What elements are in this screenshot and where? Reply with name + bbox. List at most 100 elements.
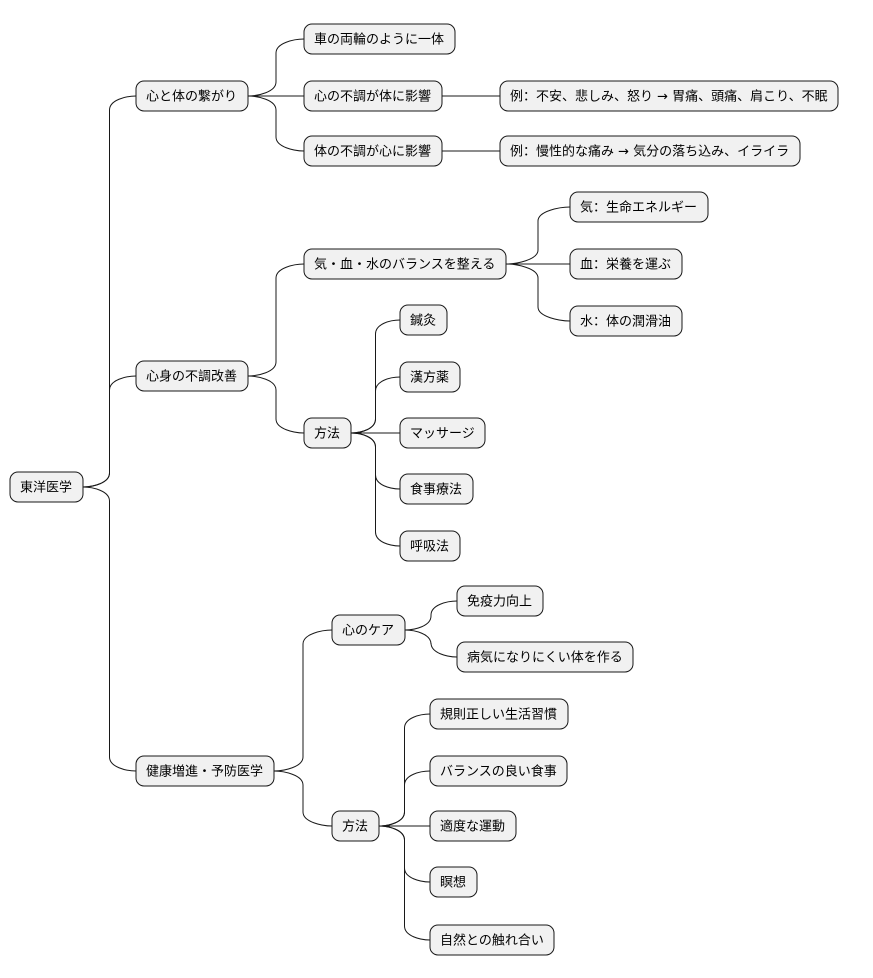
node-box [569,191,709,223]
node-label: 東洋医学 [20,480,72,496]
node-label: 例：不安、悲しみ、怒り → 胃痛、頭痛、肩こり、不眠 [510,89,828,105]
mindmap-node: 鍼灸 [399,304,448,336]
node-label: 気・血・水のバランスを整える [314,257,495,273]
node-box [303,135,443,167]
node-box [399,473,474,505]
node-box [499,135,801,167]
mindmap-node: 瞑想 [429,866,478,898]
mindmap-node: 病気になりにくい体を作る [456,641,634,673]
mindmap-node: 食事療法 [399,473,474,505]
node-label: 血：栄養を運ぶ [580,257,671,273]
node-box [399,361,461,393]
node-box [303,417,352,449]
node-label: 適度な運動 [440,819,505,835]
node-label: バランスの良い食事 [440,764,557,780]
node-label: 方法 [342,819,368,835]
edge-line [247,263,305,377]
node-label: 心のケア [342,624,394,639]
node-label: 心身の不調改善 [146,369,237,385]
mindmap-node: 漢方薬 [399,361,461,393]
edge-line [82,375,137,488]
node-label: 食事療法 [410,482,462,498]
node-label: 例：慢性的な痛み → 気分の落ち込み、イライラ [510,144,789,160]
mindmap-node: 心のケア [331,614,406,646]
mindmap-node: 気：生命エネルギー [569,191,709,223]
edge-line [378,825,431,941]
node-box [569,248,683,280]
mindmap-node: バランスの良い食事 [429,755,568,787]
node-label: 病気になりにくい体を作る [467,650,623,666]
node-box [135,755,275,787]
node-label: 体の不調が心に影響 [314,144,431,160]
edge-line [350,376,401,434]
edge-line [404,600,458,631]
mindmap-node: 心身の不調改善 [135,360,249,392]
edge-line [378,770,431,827]
node-box [303,80,443,112]
edge-line [247,95,305,152]
mindmap-node: 方法 [303,417,352,449]
edge-line [505,206,571,265]
mindmap-node: 心と体の繋がり [135,80,249,112]
node-box [399,530,461,562]
edge-line [273,770,333,827]
mindmap-node: 心の不調が体に影響 [303,80,443,112]
node-box [399,417,486,449]
node-label: 自然との触れ合い [440,933,544,949]
mindmap-node: 例：慢性的な痛み → 気分の落ち込み、イライラ [499,135,801,167]
mindmap-node: 血：栄養を運ぶ [569,248,683,280]
node-label: 健康増進・予防医学 [146,764,263,780]
node-box [429,698,569,730]
edge-line [505,263,571,322]
mindmap-node: 規則正しい生活習慣 [429,698,569,730]
node-label: 心と体の繋がり [146,89,237,105]
connector-lines [82,38,571,941]
node-box [331,614,406,646]
edge-line [82,486,137,772]
node-box [9,471,84,503]
node-label: 心の不調が体に影響 [314,89,431,105]
edge-line [404,629,458,658]
mindmap-node: 健康増進・予防医学 [135,755,275,787]
edge-line [247,375,305,434]
node-box [135,80,249,112]
node-box [429,755,568,787]
node-label: 規則正しい生活習慣 [440,707,557,723]
node-label: 方法 [314,426,340,442]
mindmap-node: 車の両輪のように一体 [303,23,456,55]
mindmap-node: マッサージ [399,417,486,449]
mindmap-node: 自然との触れ合い [429,924,555,956]
node-label: 呼吸法 [410,540,449,555]
edge-line [247,38,305,97]
node-box [569,305,683,337]
node-label: マッサージ [410,427,475,442]
edge-line [350,432,401,547]
mindmap-node: 気・血・水のバランスを整える [303,248,507,280]
mindmap-node: 水：体の潤滑油 [569,305,683,337]
mindmap-node: 体の不調が心に影響 [303,135,443,167]
node-box [399,304,448,336]
node-box [456,585,544,617]
node-box [331,810,380,842]
mindmap-node: 例：不安、悲しみ、怒り → 胃痛、頭痛、肩こり、不眠 [499,80,839,112]
edge-line [273,629,333,772]
mindmap-node: 適度な運動 [429,810,517,842]
mindmap-node: 免疫力向上 [456,585,544,617]
mindmap-node: 方法 [331,810,380,842]
node-box [499,80,839,112]
node-box [456,641,634,673]
mindmap-node: 呼吸法 [399,530,461,562]
node-box [429,866,478,898]
node-label: 水：体の潤滑油 [580,315,671,330]
node-label: 鍼灸 [410,313,436,329]
node-label: 車の両輪のように一体 [314,32,444,48]
node-label: 漢方薬 [410,370,449,386]
node-box [303,248,507,280]
mindmap-node: 東洋医学 [9,471,84,503]
node-label: 免疫力向上 [467,594,532,610]
node-box [135,360,249,392]
node-label: 気：生命エネルギー [580,200,697,216]
node-box [429,924,555,956]
